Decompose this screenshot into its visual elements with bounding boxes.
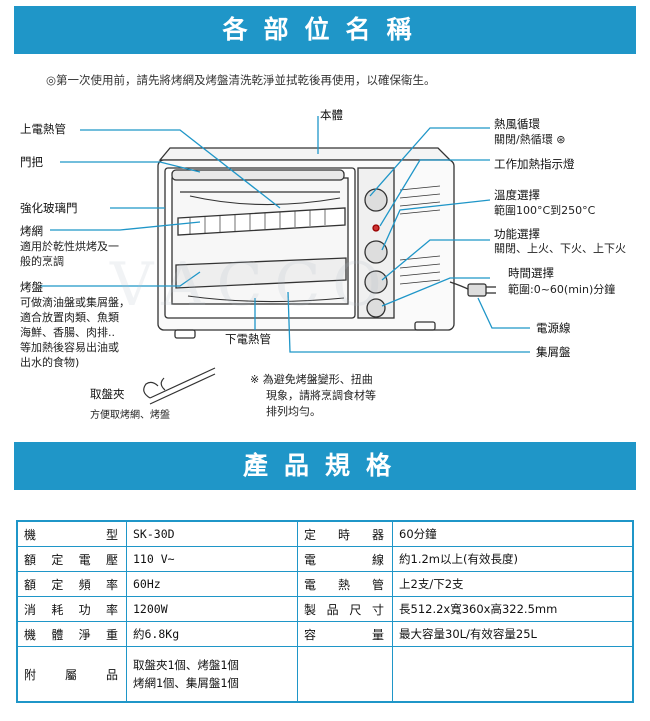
spec-key: 附屬品 (16, 646, 127, 703)
spec-value: 長512.2x寬360x高322.5mm (392, 596, 634, 622)
spec-key: 機體淨重 (16, 621, 127, 647)
tray-desc-2: 適合放置肉類、魚類 (20, 311, 119, 324)
spec-value: 1200W (126, 596, 298, 622)
tray-desc-1: 可做滴油盤或集屑盤， (20, 296, 130, 309)
spec-key: 額定電壓 (16, 546, 127, 572)
spec-value: 約6.8Kg (126, 621, 298, 647)
accessories-line-2: 烤網1個、集屑盤1個 (133, 676, 239, 690)
label-tray: 烤盤 (20, 280, 43, 294)
label-temp: 溫度選擇 (494, 188, 540, 202)
empty-cell (392, 646, 634, 703)
label-convection: 熱風循環 (494, 117, 540, 131)
spec-key: 定時器 (297, 520, 393, 547)
table-row: 機體淨重 約6.8Kg 容量 最大容量30L/有效容量25L (16, 621, 634, 647)
timer-desc: 範圍:0~60(min)分鐘 (508, 283, 616, 296)
table-row: 額定頻率 60Hz 電熱管 上2支/下2支 (16, 571, 634, 597)
accessories-line-1: 取盤夾1個、烤盤1個 (133, 658, 239, 672)
rack-desc-1: 適用於乾性烘烤及一 (20, 240, 119, 253)
warning-3: 排列均勻。 (266, 405, 321, 418)
accessories-value: 取盤夾1個、烤盤1個 烤網1個、集屑盤1個 (126, 646, 298, 703)
title-banner: 各部位名稱 (14, 6, 636, 54)
table-row: 消耗功率 1200W 製品尺寸 長512.2x寬360x高322.5mm (16, 596, 634, 622)
tongs-illustration (143, 367, 216, 405)
tray-desc-3: 海鮮、香腸、肉排.. (20, 326, 115, 339)
label-indicator: 工作加熱指示燈 (494, 157, 575, 171)
tray-desc-4: 等加熱後容易出油或 (20, 341, 119, 354)
label-rack: 烤網 (20, 224, 43, 238)
label-function: 功能選擇 (494, 227, 540, 241)
spec-value: 最大容量30L/有效容量25L (392, 621, 634, 647)
temp-desc: 範圍100°C到250°C (494, 204, 596, 217)
spec-table: 機型 SK-30D 定時器 60分鐘 額定電壓 110 V~ 電線 約1.2m以… (16, 520, 634, 703)
spec-key: 製品尺寸 (297, 596, 393, 622)
spec-value: SK-30D (126, 520, 298, 547)
table-row: 額定電壓 110 V~ 電線 約1.2m以上(有效長度) (16, 546, 634, 572)
usage-note: ◎第一次使用前，請先將烤網及烤盤清洗乾淨並拭乾後再使用，以確保衛生。 (46, 73, 436, 87)
spec-key: 電熱管 (297, 571, 393, 597)
spec-key: 容量 (297, 621, 393, 647)
spec-banner: 產品規格 (14, 442, 636, 490)
tongs-desc: 方便取烤網、烤盤 (90, 410, 170, 421)
spec-key: 額定頻率 (16, 571, 127, 597)
spec-value: 60分鐘 (392, 520, 634, 547)
label-lower-heater: 下電熱管 (225, 332, 271, 346)
oven-illustration (157, 147, 496, 339)
label-crumb-tray: 集屑盤 (536, 345, 571, 359)
spec-title: 產品規格 (242, 451, 407, 480)
label-body: 本體 (320, 108, 343, 122)
label-upper-heater: 上電熱管 (20, 122, 66, 136)
warning-2: 現象，請將烹調食材等 (266, 389, 376, 402)
fan-icon: ⊛ (556, 133, 566, 146)
table-row: 機型 SK-30D 定時器 60分鐘 (16, 520, 634, 547)
convection-desc: 關閉/熱循環 ⊛ (494, 133, 566, 146)
label-timer: 時間選擇 (508, 266, 554, 280)
label-glass-door: 強化玻璃門 (20, 201, 78, 215)
label-handle: 門把 (20, 155, 43, 169)
spec-key: 機型 (16, 520, 127, 547)
spec-key: 消耗功率 (16, 596, 127, 622)
page-title: 各部位名稱 (222, 15, 428, 44)
label-cord: 電源線 (536, 321, 571, 335)
oven-diagram (40, 116, 530, 405)
spec-value: 約1.2m以上(有效長度) (392, 546, 634, 572)
label-tongs: 取盤夾 (90, 387, 125, 401)
spec-value: 上2支/下2支 (392, 571, 634, 597)
table-row-accessories: 附屬品 取盤夾1個、烤盤1個 烤網1個、集屑盤1個 (16, 646, 634, 703)
spec-value: 60Hz (126, 571, 298, 597)
spec-key: 電線 (297, 546, 393, 572)
rack-desc-2: 般的烹調 (20, 255, 64, 268)
spec-value: 110 V~ (126, 546, 298, 572)
empty-cell (297, 646, 393, 703)
watermark: VACCO (110, 250, 394, 320)
leader-lines (40, 116, 530, 353)
function-desc: 關閉、上火、下火、上下火 (494, 242, 626, 255)
tray-desc-5: 出水的食物) (20, 356, 80, 369)
warning-1: ※ 為避免烤盤變形、扭曲 (250, 373, 373, 386)
